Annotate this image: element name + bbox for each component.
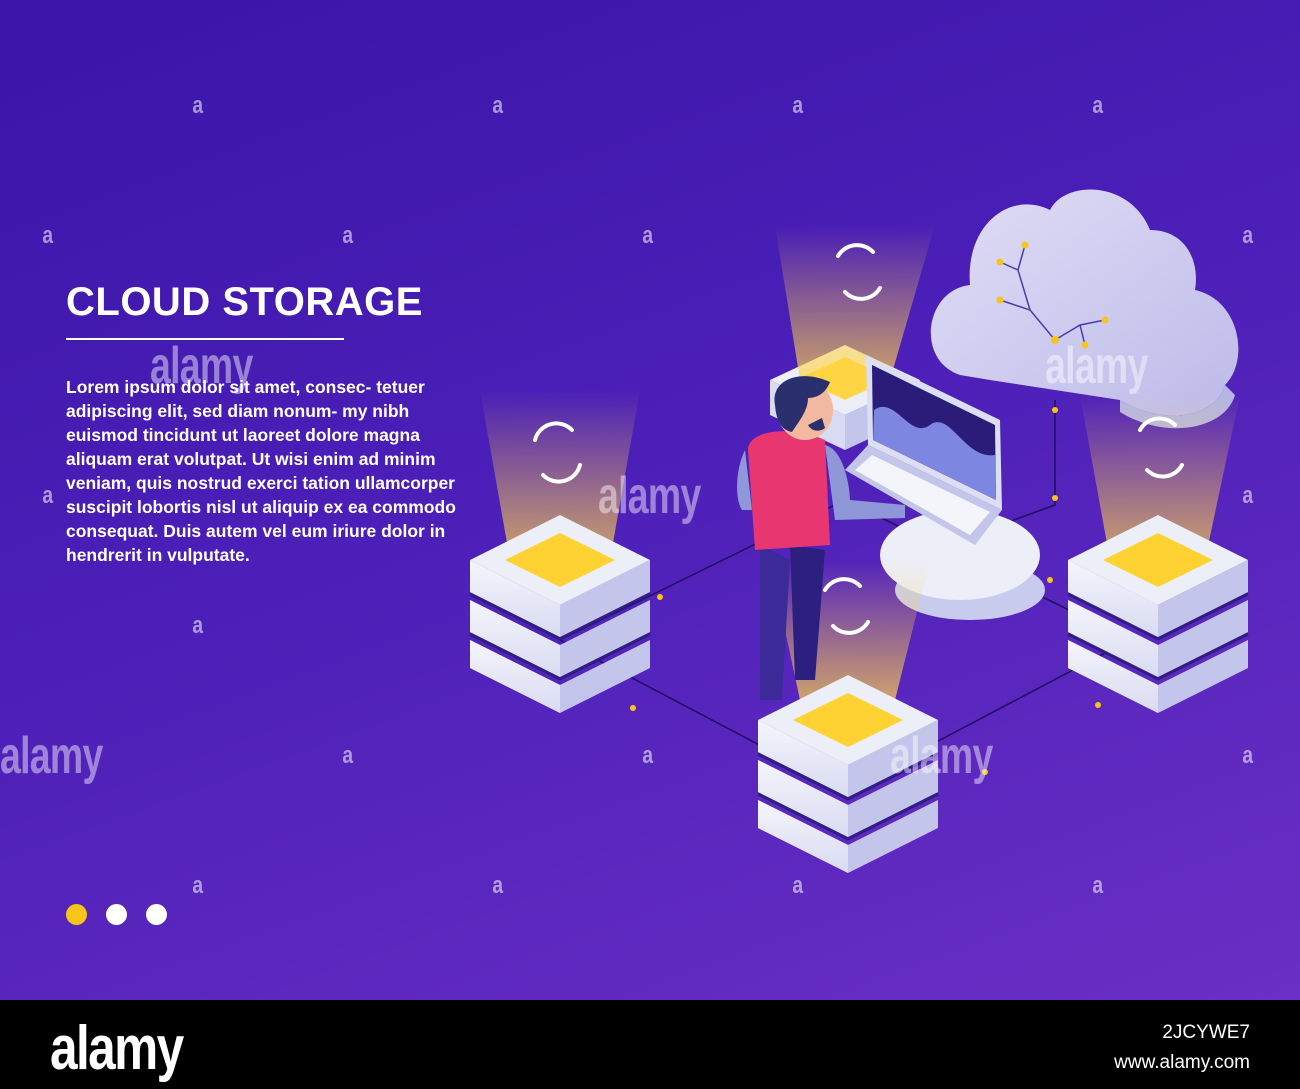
watermark-letter: a (192, 92, 204, 119)
network-nodes (630, 407, 1101, 775)
watermark-letter: a (792, 92, 804, 119)
sync-icon (533, 243, 1184, 635)
watermark-word: alamy (150, 337, 253, 395)
description-text: Lorem ipsum dolor sit amet, consec- tetu… (66, 377, 456, 565)
watermark-word: alamy (0, 727, 103, 785)
watermark-letter: a (492, 92, 504, 119)
watermark-letter: a (192, 872, 204, 899)
watermark-letter: a (792, 872, 804, 899)
cloud-storage-banner: a a a a a a a a a a a a a a a a a a a (0, 0, 1300, 1000)
watermark-letter: a (1242, 742, 1254, 769)
watermark-word: alamy (890, 727, 993, 785)
server-left (469, 515, 651, 713)
beam (775, 225, 935, 400)
watermark-letter: a (42, 222, 54, 249)
laptop-icon (845, 355, 1002, 545)
image-id: 2JCYWE7 (1162, 1022, 1250, 1043)
watermark-letter: a (1092, 872, 1104, 899)
beam (1080, 395, 1240, 580)
watermark-letter: a (642, 222, 654, 249)
watermark-letter: a (192, 612, 204, 639)
watermark-word: alamy (1045, 337, 1148, 395)
pagination-dot-2[interactable] (106, 904, 127, 925)
watermark-letter: a (1092, 92, 1104, 119)
watermark-word: alamy (598, 467, 701, 525)
watermark-letter: a (42, 482, 54, 509)
footer-logo: alamy (50, 1014, 184, 1083)
cloud-storage-illustration (469, 189, 1249, 873)
page-title: CLOUD STORAGE (66, 280, 423, 324)
pagination-dot-1[interactable] (66, 904, 87, 925)
server-front (757, 675, 939, 873)
footer-bar (0, 1000, 1300, 1089)
server-right (1067, 515, 1249, 713)
pagination-dot-3[interactable] (146, 904, 167, 925)
title-divider (66, 338, 344, 340)
watermark-letter: a (492, 872, 504, 899)
watermark-letter: a (1242, 222, 1254, 249)
watermark-letter: a (1242, 482, 1254, 509)
footer-url[interactable]: www.alamy.com (1114, 1052, 1250, 1073)
person-figure (737, 376, 905, 700)
beam (480, 390, 640, 580)
watermark-letter: a (642, 742, 654, 769)
watermark-letter: a (342, 742, 354, 769)
watermark-letter: a (342, 222, 354, 249)
pagination-dots (66, 904, 167, 925)
